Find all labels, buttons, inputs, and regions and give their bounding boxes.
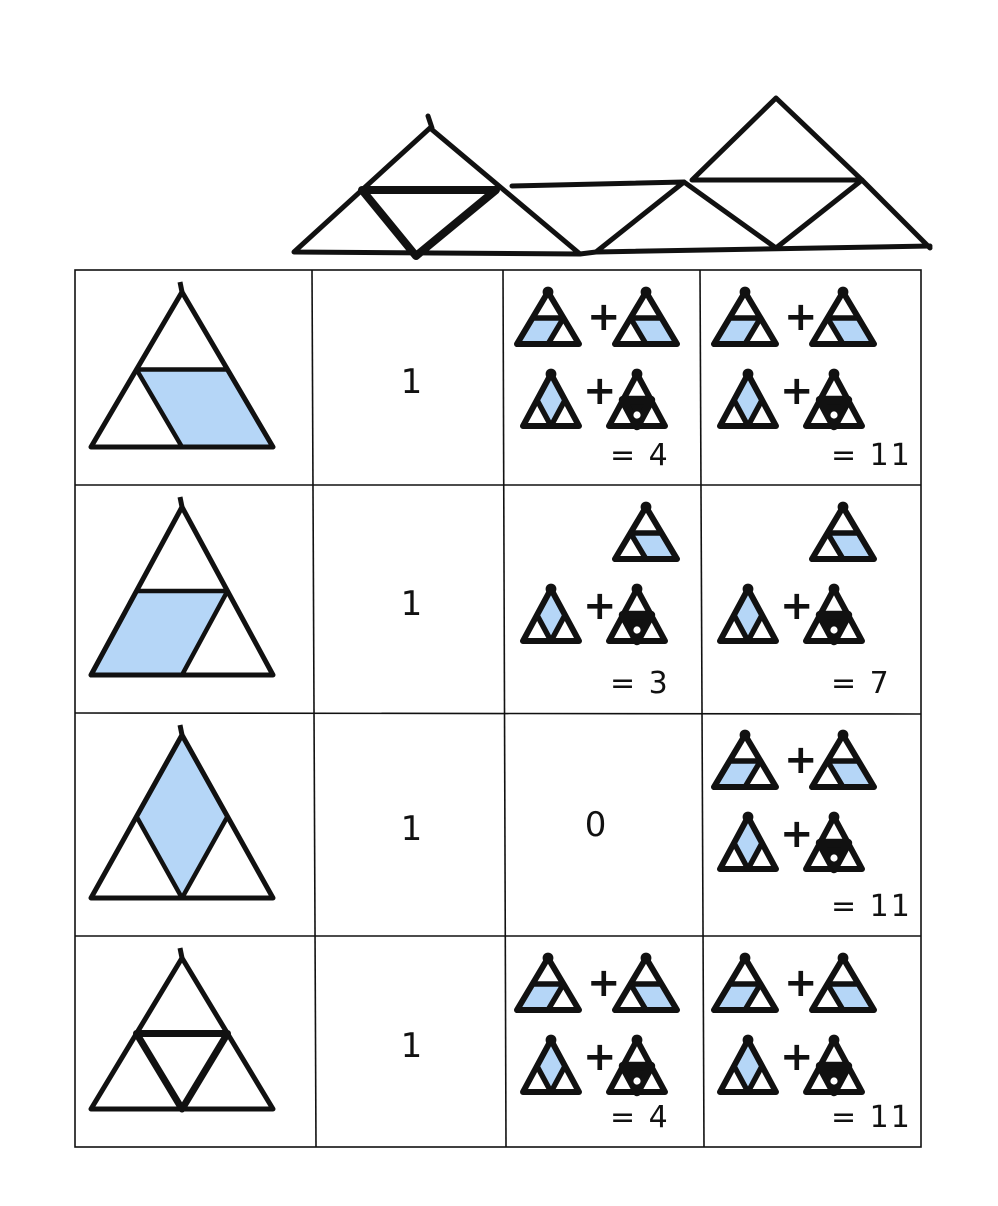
sum-cell: ++: [700, 713, 921, 936]
shape-cell: [75, 713, 312, 936]
triforce-icon: [803, 583, 865, 646]
sum-cell: ++: [700, 936, 921, 1147]
plus-operator: +: [587, 294, 621, 340]
plus-operator: +: [784, 960, 818, 1006]
shape-cell: [75, 936, 312, 1147]
plus-operator: +: [780, 368, 814, 414]
rhombus-bottom-icon: [88, 281, 276, 450]
plus-operator: +: [780, 583, 814, 629]
sum-cell: +: [700, 485, 921, 713]
rhombus-right-icon: [809, 286, 877, 347]
rhombus-right-icon: [809, 729, 877, 790]
sum-cell: ++: [503, 270, 700, 485]
rhombus-vertical-icon: [520, 368, 582, 429]
sum-total: = 11: [831, 1100, 912, 1135]
header-right-top-triangle: [689, 95, 865, 183]
shape-count: 1: [400, 583, 423, 624]
sum-total: = 7: [831, 666, 891, 701]
shape-count: 1: [400, 808, 423, 849]
rhombus-vertical-icon: [88, 724, 276, 901]
sum-total: = 4: [610, 1100, 670, 1135]
triforce-icon: [803, 811, 865, 874]
triforce-icon: [606, 1034, 668, 1097]
sum-total: = 4: [610, 438, 670, 473]
rhombus-top-icon: [514, 286, 582, 347]
sum-cell: ++: [700, 270, 921, 485]
rhombus-right-icon: [809, 501, 877, 562]
sum-total: = 11: [831, 889, 912, 924]
triforce-icon: [606, 583, 668, 646]
shape-cell: [75, 485, 312, 713]
sum-total: = 3: [610, 666, 670, 701]
triforce-icon: [803, 1034, 865, 1097]
rhombus-top-icon: [711, 286, 779, 347]
header-inner-inverted-triangle: [358, 186, 500, 260]
triforce-icon: [606, 368, 668, 431]
rhombus-right-icon: [612, 501, 680, 562]
rhombus-vertical-icon: [520, 583, 582, 644]
plus-operator: +: [780, 811, 814, 857]
rhombus-right-icon: [612, 952, 680, 1013]
plus-operator: +: [583, 368, 617, 414]
rhombus-top-icon: [711, 729, 779, 790]
rhombus-vertical-icon: [717, 811, 779, 872]
rhombus-vertical-icon: [717, 368, 779, 429]
shape-cell: [75, 270, 312, 485]
plus-operator: +: [583, 1034, 617, 1080]
header-right-bottom-triangles: [681, 177, 933, 251]
plus-operator: +: [583, 583, 617, 629]
rhombus-vertical-icon: [717, 583, 779, 644]
rhombus-vertical-icon: [520, 1034, 582, 1095]
plus-operator: +: [784, 294, 818, 340]
plus-operator: +: [587, 960, 621, 1006]
shape-count: 1: [400, 1025, 423, 1066]
sum-cell: +: [503, 485, 700, 713]
plus-operator: +: [784, 737, 818, 783]
shape-count: 1: [400, 361, 423, 402]
rhombus-right-icon: [612, 286, 680, 347]
triforce-icon: [803, 368, 865, 431]
rhombus-vertical-icon: [717, 1034, 779, 1095]
rhombus-top-icon: [711, 952, 779, 1013]
rhombus-right-icon: [809, 952, 877, 1013]
header-triangle-figure: [291, 95, 933, 260]
plus-operator: +: [780, 1034, 814, 1080]
sum-total: = 11: [831, 438, 912, 473]
triforce-icon: [88, 947, 276, 1113]
rhombus-top-icon: [514, 952, 582, 1013]
sum-cell: ++: [503, 936, 700, 1147]
occurrence-count: 0: [584, 804, 607, 845]
rhombus-left-icon: [88, 496, 276, 678]
